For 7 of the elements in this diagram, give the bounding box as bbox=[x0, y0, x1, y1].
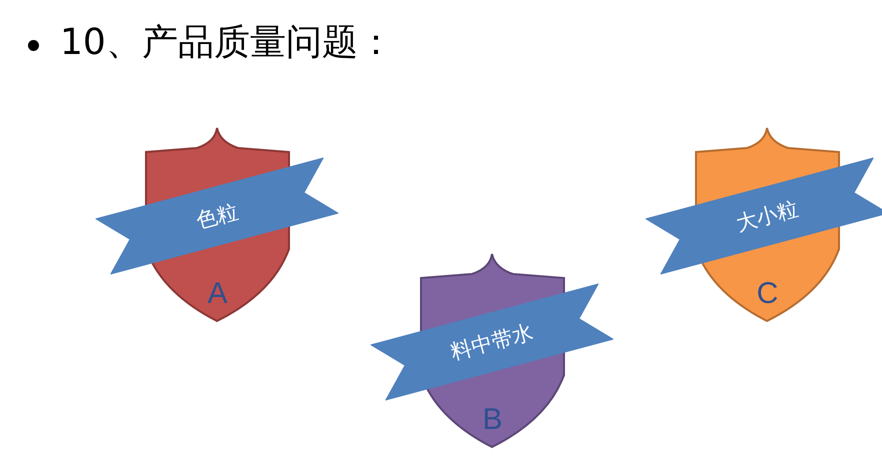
shield-letter: C bbox=[756, 277, 780, 311]
banner-text: 色粒 bbox=[193, 198, 241, 235]
banner-text: 大小粒 bbox=[732, 195, 802, 238]
shield-letter: A bbox=[206, 277, 228, 311]
banner-text: 料中带水 bbox=[448, 318, 536, 366]
shield-letter: B bbox=[481, 403, 504, 437]
slide-title: 10、产品质量问题： bbox=[60, 21, 394, 65]
